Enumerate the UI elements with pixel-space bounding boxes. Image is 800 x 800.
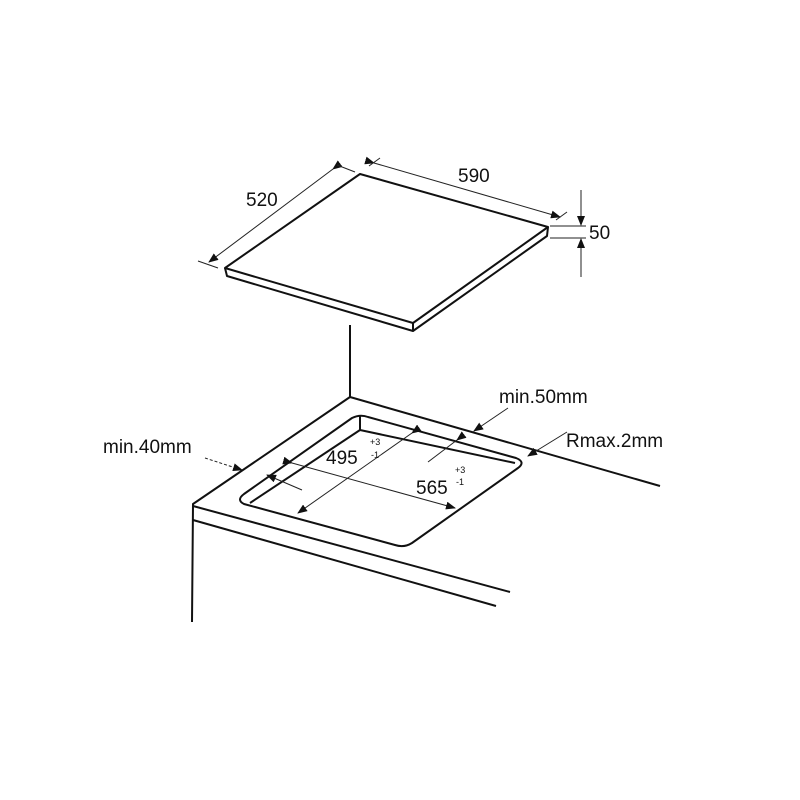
min-front-label: min.40mm <box>103 437 192 458</box>
cutout-width-label: 565 <box>416 478 448 499</box>
dimension-565: 565 +3 -1 <box>282 456 465 510</box>
corner-radius-label: Rmax.2mm <box>566 431 663 452</box>
back-gap-arrow <box>427 431 467 463</box>
dimension-520: 520 <box>197 160 356 269</box>
cutout-width-tol-plus: +3 <box>455 465 465 475</box>
min-back-callout: min.50mm <box>473 387 588 432</box>
dimension-590: 590 <box>364 156 568 221</box>
countertop-drawing <box>191 396 661 623</box>
hob-width-label: 590 <box>458 166 490 187</box>
hob-height-label: 50 <box>589 223 610 244</box>
corner-radius-callout: Rmax.2mm <box>527 431 663 457</box>
min-back-label: min.50mm <box>499 387 588 408</box>
cutout-depth-tol-plus: +3 <box>370 437 380 447</box>
cutout-depth-tol-minus: -1 <box>371 450 379 460</box>
dimension-50: 50 <box>550 190 610 277</box>
cutout-width-tol-minus: -1 <box>456 477 464 487</box>
cutout-depth-label: 495 <box>326 448 358 469</box>
hob-depth-label: 520 <box>246 190 278 211</box>
side-gap-arrow <box>266 474 303 491</box>
min-front-callout: min.40mm <box>103 437 243 472</box>
